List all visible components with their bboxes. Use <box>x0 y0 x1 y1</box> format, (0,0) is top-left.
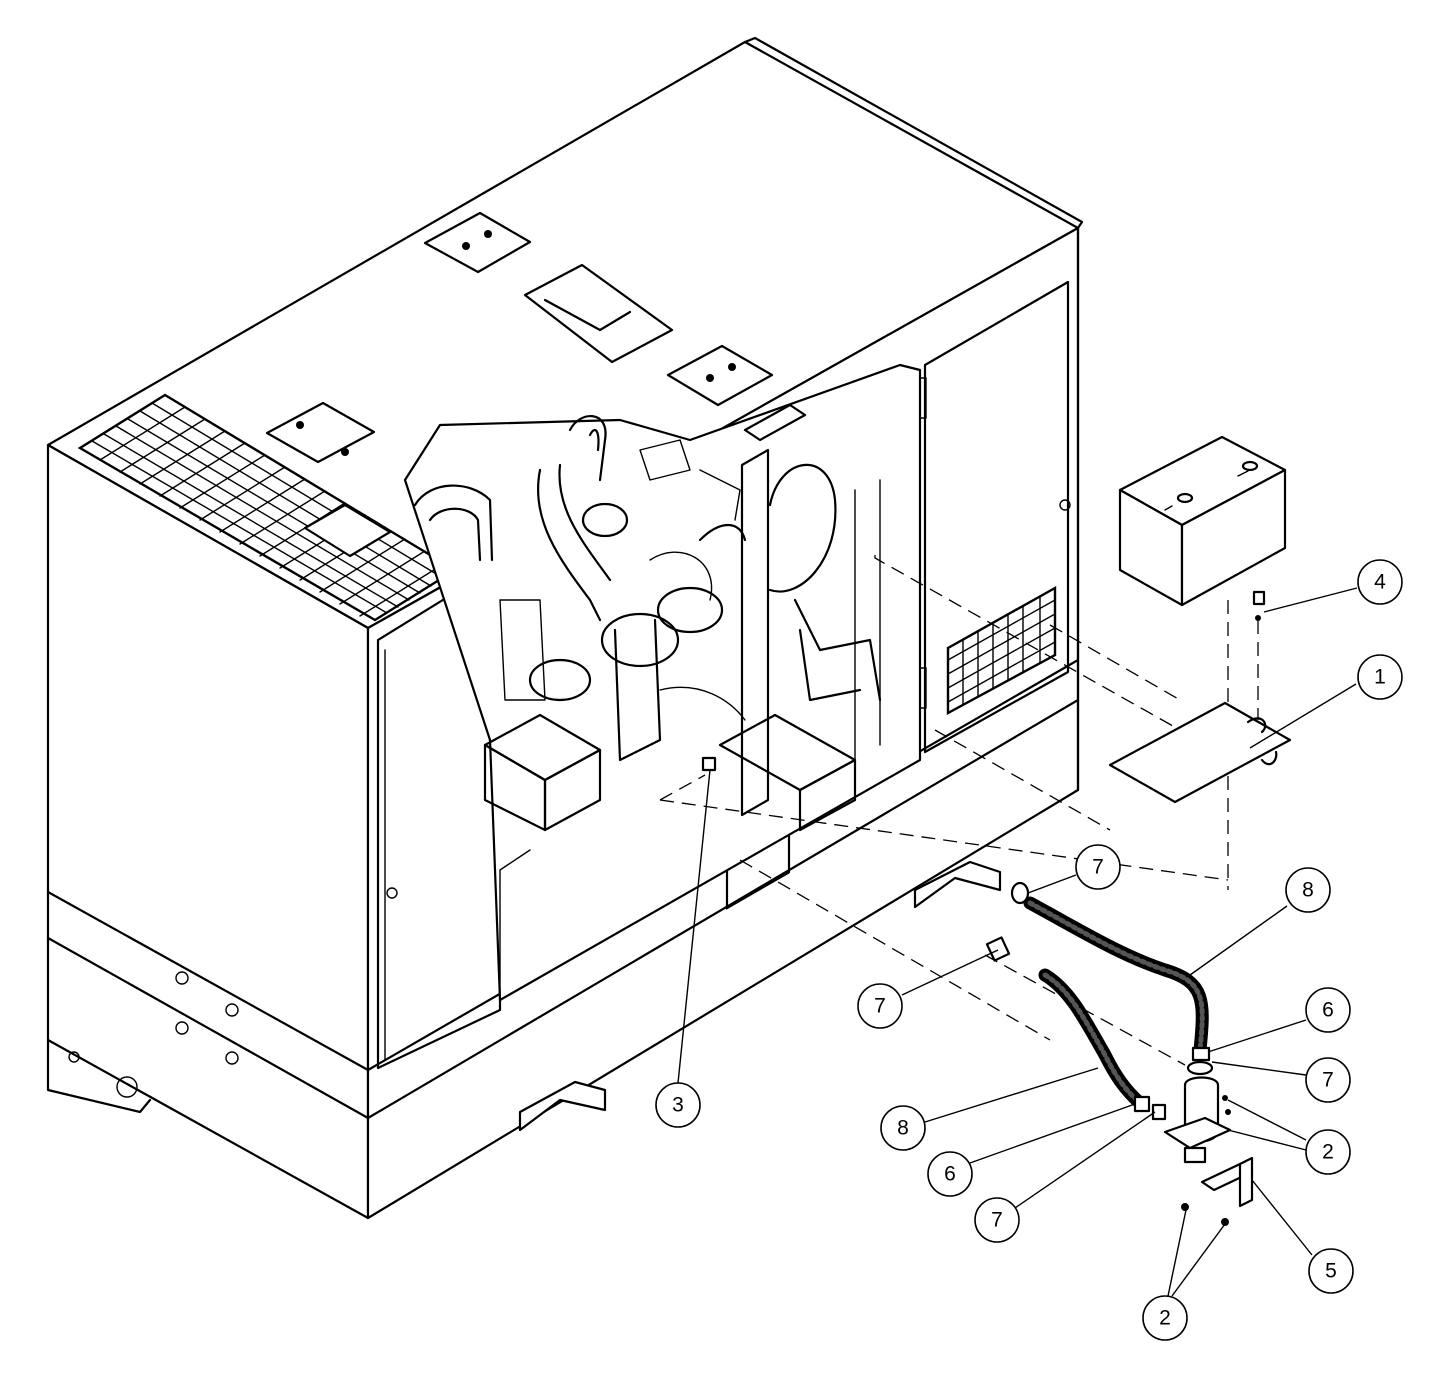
callout-7-bottom-label: 7 <box>991 1209 1003 1232</box>
callout-1: 1 <box>1357 654 1403 700</box>
battery <box>1118 435 1287 607</box>
callout-6-right: 6 <box>1305 987 1351 1033</box>
fuel-filter <box>1163 1060 1232 1164</box>
callout-6-bottom: 6 <box>927 1151 973 1197</box>
battery-tray <box>1108 701 1292 804</box>
callout-leaders <box>677 587 1358 1297</box>
callout-8-top-label: 8 <box>1302 879 1314 902</box>
callout-7-left-label: 7 <box>874 995 886 1018</box>
callout-2-right: 2 <box>1305 1129 1351 1175</box>
callout-2-right-label: 2 <box>1322 1141 1334 1164</box>
mounting-bracket-item-5 <box>1181 1156 1254 1226</box>
callout-8-top: 8 <box>1285 867 1331 913</box>
callout-6-right-label: 6 <box>1322 999 1334 1022</box>
callout-2-bottom-label: 2 <box>1159 1307 1171 1330</box>
fuel-hoses <box>985 881 1211 1121</box>
callout-4-label: 4 <box>1374 571 1386 594</box>
callout-6-bottom-label: 6 <box>944 1163 956 1186</box>
callout-7-right-label: 7 <box>1322 1069 1334 1092</box>
callout-2-bottom: 2 <box>1142 1295 1188 1341</box>
callout-3: 3 <box>655 1082 701 1128</box>
callout-7-bottom: 7 <box>974 1197 1020 1243</box>
callout-7-left: 7 <box>857 983 903 1029</box>
callout-3-label: 3 <box>672 1094 684 1117</box>
generator-enclosure <box>46 36 1084 1220</box>
callout-5: 5 <box>1308 1248 1354 1294</box>
callout-1-label: 1 <box>1374 666 1386 689</box>
screw-item-4 <box>1252 590 1266 621</box>
engine-assembly <box>413 415 882 832</box>
callout-5-label: 5 <box>1325 1260 1337 1283</box>
callout-7-top: 7 <box>1075 844 1121 890</box>
callout-7-right: 7 <box>1305 1057 1351 1103</box>
callout-8-bottom-label: 8 <box>897 1117 909 1140</box>
callout-4: 4 <box>1357 559 1403 605</box>
callout-7-top-label: 7 <box>1092 856 1104 879</box>
bracket-item-3 <box>701 756 717 772</box>
callout-8-bottom: 8 <box>880 1105 926 1151</box>
